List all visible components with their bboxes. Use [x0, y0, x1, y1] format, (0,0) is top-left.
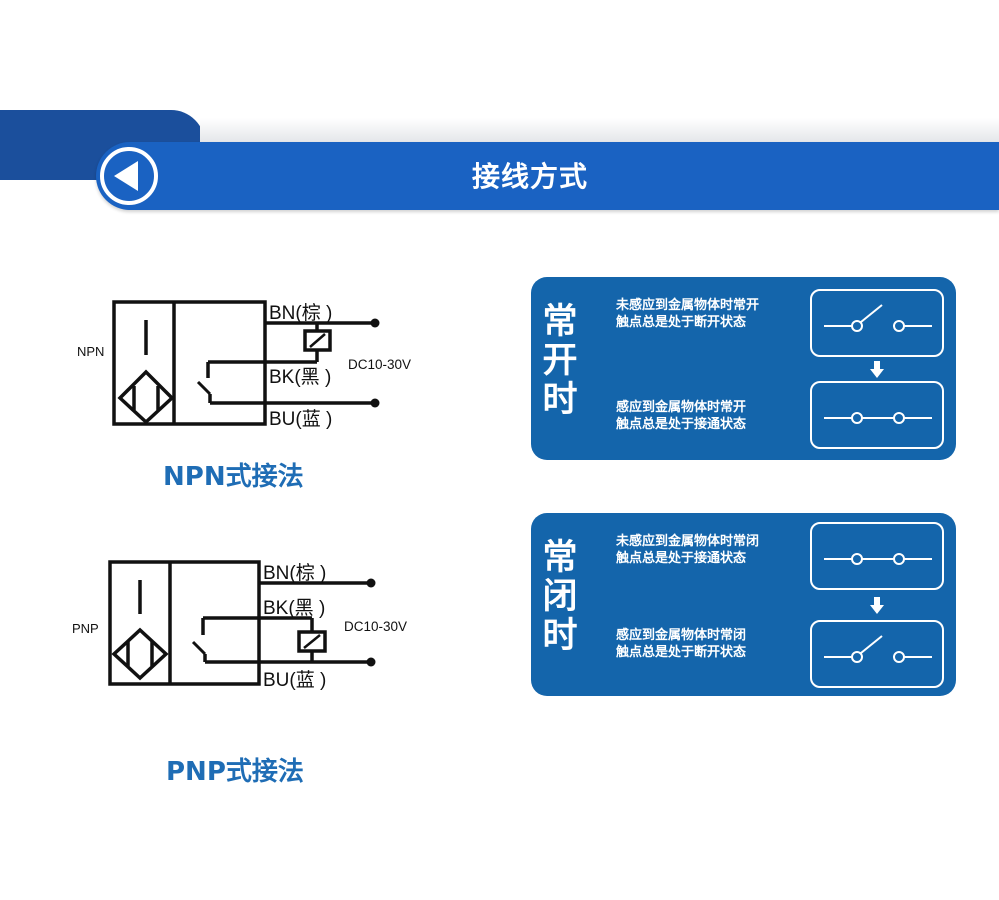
terminal-dot: [370, 398, 380, 408]
title-char: 闭: [542, 577, 578, 617]
pnp-caption: PNP式接法: [166, 757, 304, 787]
title-char: 常: [542, 538, 578, 578]
back-button[interactable]: [98, 144, 162, 208]
switch-state-box: [810, 620, 944, 688]
panel-vertical-title: 常 闭 时: [539, 539, 581, 656]
page-title: 接线方式: [471, 160, 588, 193]
title-char: 时: [542, 380, 578, 420]
npn-caption: NPN式接法: [163, 462, 304, 492]
panel-vertical-title: 常 开 时: [539, 303, 581, 420]
npn-type-label: NPN: [77, 344, 104, 359]
voltage-label: DC10-30V: [344, 619, 407, 634]
title-char: 常: [542, 302, 578, 342]
bn-label: BN(棕 ): [269, 302, 332, 324]
desc-line: 触点总是处于接通状态: [616, 551, 747, 566]
arrow-down-icon: [870, 361, 884, 378]
switch-closed-icon: [824, 553, 932, 565]
normally-open-panel: 常 开 时 未感应到金属物体时常开 触点总是处于断开状态 感应到金属物体时常开 …: [531, 277, 956, 460]
voltage-label: DC10-30V: [348, 357, 411, 372]
desc-line: 触点总是处于断开状态: [616, 315, 747, 330]
desc-line: 触点总是处于断开状态: [616, 645, 747, 660]
desc-line: 触点总是处于接通状态: [616, 417, 747, 432]
title-char: 开: [542, 341, 578, 381]
switch-open-icon: [824, 304, 932, 332]
npn-wiring-diagram: NPN BN(棕 ) BK(黑 ) BU(蓝 ) DC10-30V: [70, 290, 450, 440]
switch-closed-icon: [824, 412, 932, 424]
header-bar: [96, 142, 999, 210]
panel-desc-unsensed: 未感应到金属物体时常开 触点总是处于断开状态: [616, 297, 759, 331]
pnp-wiring-diagram: PNP BN(棕 ) BK(黑 ) BU(蓝 ) DC10-30V: [60, 550, 440, 700]
pnp-type-label: PNP: [72, 621, 99, 636]
switch-open-icon: [824, 635, 932, 663]
desc-line: 未感应到金属物体时常开: [616, 298, 760, 313]
terminal-dot: [366, 657, 376, 667]
back-arrow-circle-icon: [100, 147, 158, 205]
terminal-dot: [370, 318, 380, 328]
switch-state-box: [810, 381, 944, 449]
desc-line: 感应到金属物体时常闭: [616, 628, 747, 643]
panel-desc-unsensed: 未感应到金属物体时常闭 触点总是处于接通状态: [616, 533, 759, 567]
bk-label: BK(黑 ): [269, 367, 331, 388]
panel-desc-sensed: 感应到金属物体时常开 触点总是处于接通状态: [616, 399, 746, 433]
desc-line: 感应到金属物体时常开: [616, 400, 747, 415]
panel-desc-sensed: 感应到金属物体时常闭 触点总是处于断开状态: [616, 627, 746, 661]
terminal-dot: [366, 578, 376, 588]
bk-label: BK(黑 ): [263, 598, 325, 619]
switch-state-box: [810, 289, 944, 357]
title-char: 时: [542, 616, 578, 656]
normally-closed-panel: 常 闭 时 未感应到金属物体时常闭 触点总是处于接通状态 感应到金属物体时常闭 …: [531, 513, 956, 696]
sensor-body: [108, 560, 261, 686]
desc-line: 未感应到金属物体时常闭: [616, 534, 760, 549]
bu-label: BU(蓝 ): [263, 669, 326, 691]
bu-label: BU(蓝 ): [269, 408, 332, 430]
arrow-down-icon: [870, 597, 884, 614]
bn-label: BN(棕 ): [263, 562, 326, 584]
sensor-coil-diamond: [117, 369, 175, 425]
sensor-coil-diamond: [111, 627, 169, 681]
header-shade: [200, 118, 999, 144]
switch-state-box: [810, 522, 944, 590]
